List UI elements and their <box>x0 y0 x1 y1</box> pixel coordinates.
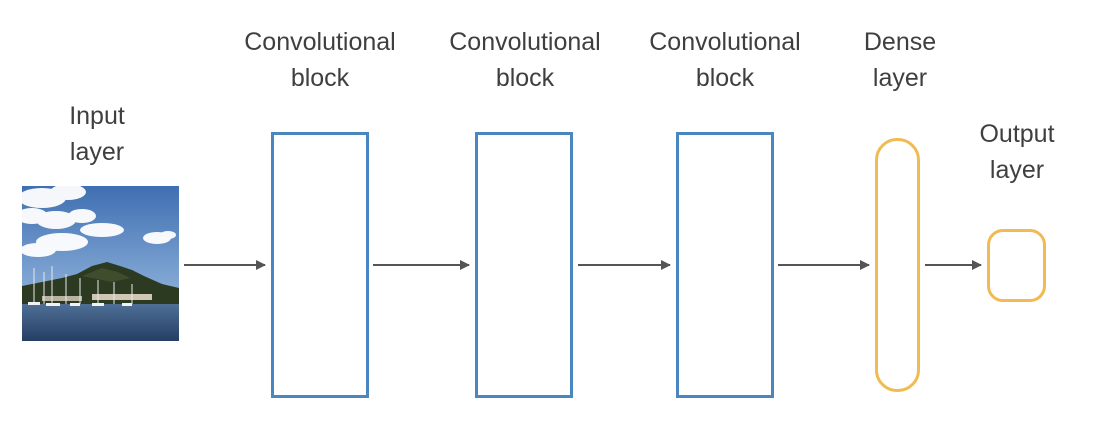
conv-block-2-label-line2: block <box>495 64 555 92</box>
conv-block-1 <box>271 132 369 398</box>
output-layer-label: Output layer <box>952 116 1082 188</box>
dense-layer <box>875 138 920 392</box>
input-image <box>22 186 179 341</box>
conv-block-3-label-line2: block <box>695 64 755 92</box>
input-layer-label: Input layer <box>32 98 162 170</box>
output-layer-label-line2: layer <box>989 156 1045 184</box>
dense-layer-label-line2: layer <box>872 64 928 92</box>
conv-block-2-label: Convolutional block <box>430 24 620 96</box>
conv-block-1-label-line2: block <box>290 64 350 92</box>
dense-layer-label: Dense layer <box>835 24 965 96</box>
conv-block-1-label: Convolutional block <box>225 24 415 96</box>
conv-block-3-label-line1: Convolutional <box>649 28 801 56</box>
conv-block-1-label-line1: Convolutional <box>244 28 396 56</box>
input-layer-label-line2: layer <box>69 138 125 166</box>
output-layer-label-line1: Output <box>979 120 1055 148</box>
output-layer <box>987 229 1046 302</box>
conv-block-3-label: Convolutional block <box>630 24 820 96</box>
conv-block-3 <box>676 132 774 398</box>
conv-block-2-label-line1: Convolutional <box>449 28 601 56</box>
input-layer-label-line1: Input <box>69 102 125 130</box>
conv-block-2 <box>475 132 573 398</box>
dense-layer-label-line1: Dense <box>863 28 937 56</box>
harbor-photo-icon <box>22 186 179 341</box>
